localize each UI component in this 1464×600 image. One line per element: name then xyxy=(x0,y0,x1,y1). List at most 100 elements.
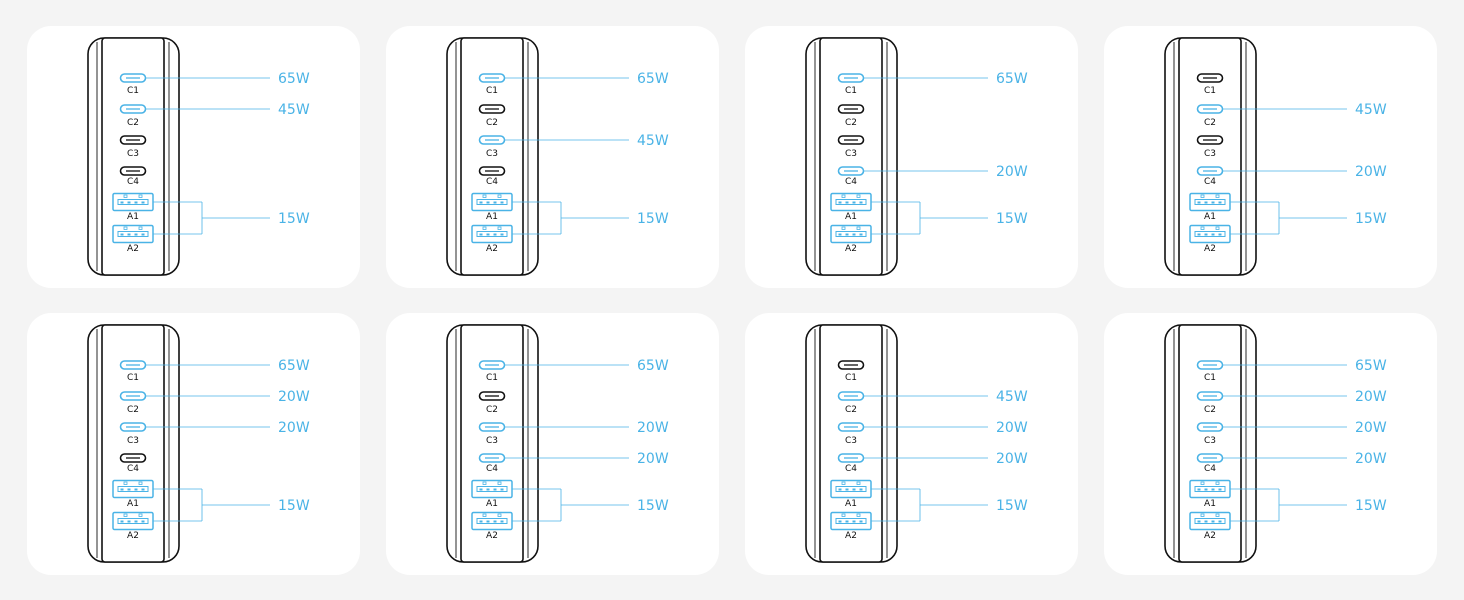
watt-label-c4: 20W xyxy=(1355,451,1387,467)
usb-a-bracket xyxy=(1230,201,1347,235)
watt-label-usb-a: 15W xyxy=(637,498,669,514)
watt-label-c3: 20W xyxy=(1355,420,1387,436)
watt-label-usb-a: 15W xyxy=(996,498,1028,514)
usb-a-bracket xyxy=(1230,488,1347,522)
port-label-a2: A2 xyxy=(1204,531,1216,541)
port-label-c3: C3 xyxy=(1204,149,1216,159)
watt-label-c4: 20W xyxy=(996,451,1028,467)
port-label-c4: C4 xyxy=(1204,464,1216,474)
port-label-a2: A2 xyxy=(486,244,498,254)
charger-body xyxy=(805,37,898,276)
port-label-a2: A2 xyxy=(486,531,498,541)
port-label-c1: C1 xyxy=(845,86,857,96)
charger-body xyxy=(87,324,180,563)
port-label-a2: A2 xyxy=(127,531,139,541)
port-label-a1: A1 xyxy=(486,499,498,509)
usb-c-port-c2 xyxy=(478,104,506,114)
port-label-a2: A2 xyxy=(1204,244,1216,254)
charger-face xyxy=(101,324,165,563)
usb-a-port-a2 xyxy=(471,511,513,531)
port-label-a1: A1 xyxy=(1204,212,1216,222)
port-label-a2: A2 xyxy=(127,244,139,254)
watt-label-c2: 45W xyxy=(1355,102,1387,118)
port-label-c4: C4 xyxy=(486,177,498,187)
port-label-c4: C4 xyxy=(127,177,139,187)
watt-label-c1: 65W xyxy=(996,71,1028,87)
watt-label-c2: 45W xyxy=(996,389,1028,405)
port-label-a1: A1 xyxy=(845,212,857,222)
charger-face xyxy=(460,324,524,563)
port-label-c3: C3 xyxy=(845,436,857,446)
usb-c-port-c1 xyxy=(837,360,865,370)
charger-body xyxy=(1164,324,1257,563)
port-label-c4: C4 xyxy=(1204,177,1216,187)
port-label-c4: C4 xyxy=(845,464,857,474)
usb-c-port-c2 xyxy=(837,104,865,114)
watt-label-usb-a: 15W xyxy=(996,211,1028,227)
port-label-c1: C1 xyxy=(845,373,857,383)
watt-label-c3: 20W xyxy=(996,420,1028,436)
port-label-c1: C1 xyxy=(127,373,139,383)
charger-body xyxy=(446,324,539,563)
watt-label-c3: 45W xyxy=(637,133,669,149)
watt-label-usb-a: 15W xyxy=(1355,211,1387,227)
usb-c-port-c1 xyxy=(1196,73,1224,83)
watt-label-c2: 20W xyxy=(278,389,310,405)
port-label-c3: C3 xyxy=(127,436,139,446)
port-label-a2: A2 xyxy=(845,244,857,254)
port-label-c2: C2 xyxy=(486,405,498,415)
usb-a-bracket xyxy=(871,201,988,235)
watt-label-c1: 65W xyxy=(278,358,310,374)
watt-label-usb-a: 15W xyxy=(278,498,310,514)
port-label-c2: C2 xyxy=(486,118,498,128)
port-label-c4: C4 xyxy=(486,464,498,474)
watt-label-c4: 20W xyxy=(637,451,669,467)
port-label-a1: A1 xyxy=(127,499,139,509)
port-label-c1: C1 xyxy=(127,86,139,96)
watt-label-usb-a: 15W xyxy=(637,211,669,227)
port-label-c2: C2 xyxy=(845,118,857,128)
watt-label-c1: 65W xyxy=(278,71,310,87)
port-label-c3: C3 xyxy=(845,149,857,159)
port-label-c2: C2 xyxy=(127,118,139,128)
usb-c-port-c2 xyxy=(478,391,506,401)
charger-body xyxy=(1164,37,1257,276)
port-label-a1: A1 xyxy=(1204,499,1216,509)
port-label-c2: C2 xyxy=(127,405,139,415)
port-label-c4: C4 xyxy=(127,464,139,474)
watt-label-c4: 20W xyxy=(996,164,1028,180)
port-label-c3: C3 xyxy=(486,436,498,446)
usb-c-port-c4 xyxy=(119,453,147,463)
usb-a-bracket xyxy=(512,201,629,235)
port-label-c3: C3 xyxy=(1204,436,1216,446)
usb-a-bracket xyxy=(871,488,988,522)
charger-face xyxy=(1178,324,1242,563)
watt-label-c1: 65W xyxy=(637,358,669,374)
watt-label-c2: 20W xyxy=(1355,389,1387,405)
usb-c-port-c3 xyxy=(837,135,865,145)
watt-label-usb-a: 15W xyxy=(278,211,310,227)
charger-face xyxy=(101,37,165,276)
watt-label-c1: 65W xyxy=(1355,358,1387,374)
usb-a-port-a1 xyxy=(112,192,154,212)
port-label-a1: A1 xyxy=(486,212,498,222)
port-label-c3: C3 xyxy=(127,149,139,159)
port-label-c3: C3 xyxy=(486,149,498,159)
usb-a-bracket xyxy=(512,488,629,522)
charger-body xyxy=(87,37,180,276)
watt-label-c2: 45W xyxy=(278,102,310,118)
